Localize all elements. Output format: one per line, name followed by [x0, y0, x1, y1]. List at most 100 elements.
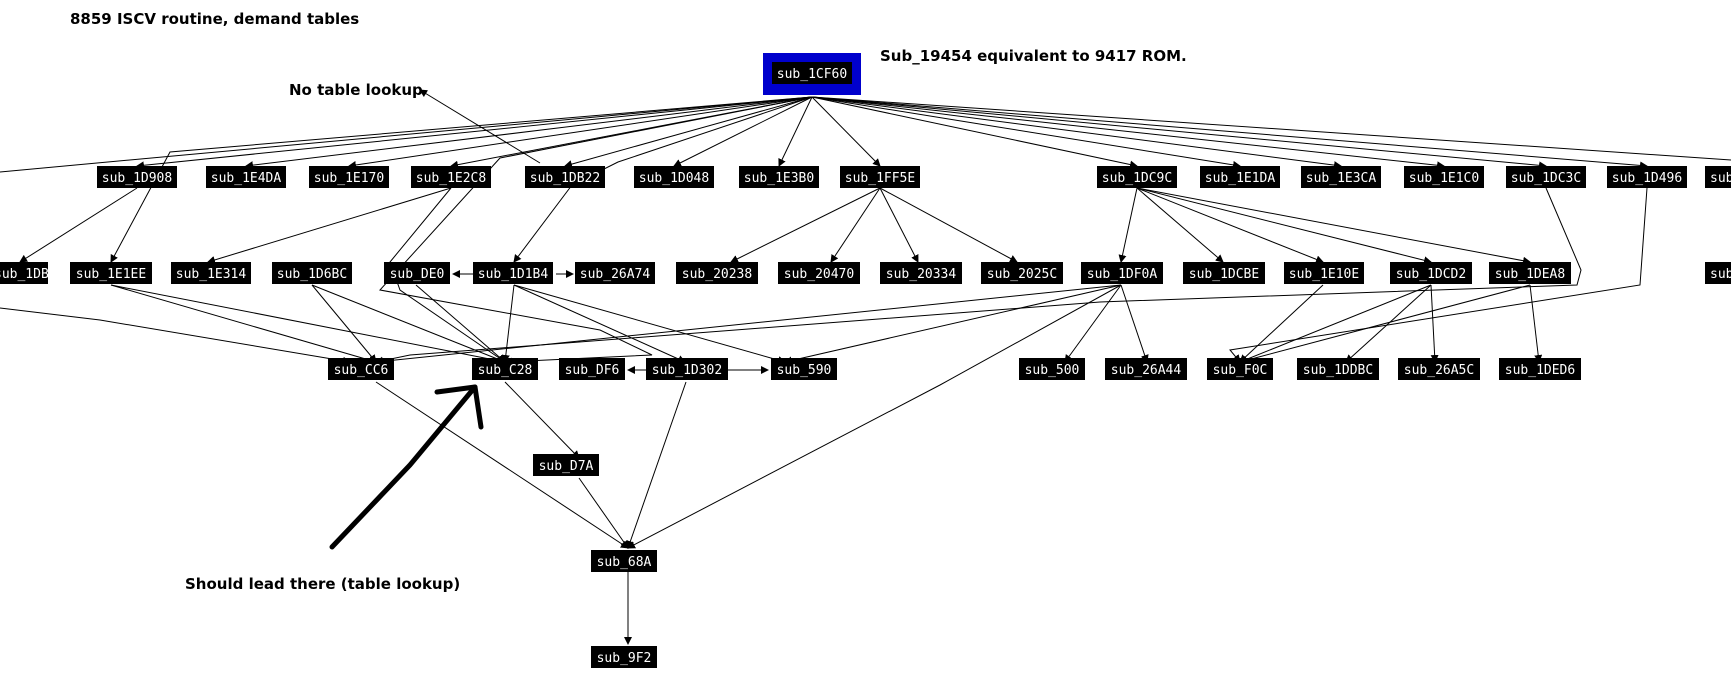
node-sub_D7A[interactable]: sub_D7A — [533, 454, 599, 476]
node-label: sub_1E170 — [314, 171, 384, 186]
node-sub_26A74[interactable]: sub_26A74 — [575, 262, 655, 284]
node-label: sub_68A — [597, 555, 652, 570]
node-sub_F0C[interactable]: sub_F0C — [1207, 358, 1273, 380]
node-label: sub_1E314 — [176, 267, 247, 282]
edge — [1136, 187, 1531, 265]
node-label: sub_20334 — [886, 267, 957, 282]
node-sub_1DEA8[interactable]: sub_1DEA8 — [1489, 262, 1571, 284]
node-sub_9F2[interactable]: sub_9F2 — [591, 646, 657, 668]
node-sub_1E1C0[interactable]: sub_1E1C0 — [1404, 166, 1484, 188]
node-sub_1D048[interactable]: sub_1D048 — [634, 166, 714, 188]
node-label: sub_1DC3C — [1511, 171, 1581, 186]
node-sub_1DF0A[interactable]: sub_1DF0A — [1081, 262, 1163, 284]
node-label: sub_1FF5E — [845, 171, 915, 186]
node-sub-cut-l1[interactable]: sub — [1705, 166, 1731, 188]
edge — [311, 284, 506, 364]
edge — [207, 187, 452, 264]
node-label: sub_1DED6 — [1505, 363, 1575, 378]
node-sub_1D908[interactable]: sub_1D908 — [97, 166, 177, 188]
nodes: sub_1CF60 sub_1D908 sub_1E4DA sub_1E170 … — [0, 53, 1731, 668]
edge — [110, 284, 377, 364]
node-sub_590[interactable]: sub_590 — [771, 358, 837, 380]
node-sub_1D6BC[interactable]: sub_1D6BC — [272, 262, 352, 284]
node-sub_1E3CA[interactable]: sub_1E3CA — [1301, 166, 1381, 188]
node-sub_DE0[interactable]: sub_DE0 — [384, 262, 450, 284]
node-root[interactable]: sub_1CF60 — [763, 53, 861, 95]
edge — [0, 96, 813, 173]
node-label: sub_1D1B4 — [478, 267, 549, 282]
node-label: sub — [1710, 171, 1731, 186]
edge — [1345, 284, 1432, 363]
node-label: sub_1DC9C — [1102, 171, 1172, 186]
edge — [1239, 284, 1531, 365]
node-sub_500[interactable]: sub_500 — [1019, 358, 1085, 380]
node-sub_1E4DA[interactable]: sub_1E4DA — [206, 166, 286, 188]
node-label: sub_1DDBC — [1303, 363, 1373, 378]
node-sub_1E1DA[interactable]: sub_1E1DA — [1200, 166, 1280, 188]
node-sub_1E2C8[interactable]: sub_1E2C8 — [411, 166, 491, 188]
node-label: sub_1E3B0 — [744, 171, 814, 186]
edge — [110, 284, 506, 365]
node-sub_1DC3C[interactable]: sub_1DC3C — [1506, 166, 1586, 188]
node-label: sub_1D302 — [652, 363, 722, 378]
node-sub-cut-l2[interactable]: sub — [1705, 262, 1731, 284]
edge — [513, 284, 786, 364]
node-label: sub_1D048 — [639, 171, 709, 186]
node-sub_20470[interactable]: sub_20470 — [778, 262, 860, 284]
edge — [1136, 187, 1324, 264]
node-sub_CC6[interactable]: sub_CC6 — [328, 358, 394, 380]
node-sub_DF6[interactable]: sub_DF6 — [559, 358, 625, 380]
node-label: sub_2025C — [987, 267, 1057, 282]
node-label: sub_1E1EE — [76, 267, 146, 282]
node-sub_20334[interactable]: sub_20334 — [880, 262, 962, 284]
node-label: sub_DE0 — [390, 267, 445, 282]
node-sub_1DDBC[interactable]: sub_1DDBC — [1297, 358, 1379, 380]
node-sub_1D496[interactable]: sub_1D496 — [1607, 166, 1687, 188]
node-label: sub_500 — [1025, 363, 1080, 378]
node-sub_2025C[interactable]: sub_2025C — [981, 262, 1063, 284]
edge — [811, 96, 1648, 170]
node-sub_1DCD2[interactable]: sub_1DCD2 — [1390, 262, 1472, 284]
node-sub_20238[interactable]: sub_20238 — [676, 262, 758, 284]
node-sub_1E314[interactable]: sub_1E314 — [171, 262, 251, 284]
node-sub_1FF5E[interactable]: sub_1FF5E — [840, 166, 920, 188]
edge — [375, 284, 1122, 366]
node-label: sub_1CF60 — [777, 67, 847, 82]
node-label: sub — [1710, 267, 1731, 282]
edge — [1136, 187, 1432, 265]
node-sub_1DC9C[interactable]: sub_1DC9C — [1097, 166, 1177, 188]
edge — [811, 96, 881, 167]
node-label: sub_1D908 — [102, 171, 172, 186]
edge — [811, 96, 1547, 170]
node-sub_1E170[interactable]: sub_1E170 — [309, 166, 389, 188]
node-label: sub_9F2 — [597, 651, 652, 666]
node-sub_1D302[interactable]: sub_1D302 — [646, 358, 728, 380]
node-label: sub_1D6BC — [277, 267, 347, 282]
node-label: sub_1E4DA — [211, 171, 282, 186]
edge — [1430, 284, 1439, 363]
node-sub_1DED6[interactable]: sub_1DED6 — [1499, 358, 1581, 380]
edge — [110, 96, 813, 263]
node-sub_26A44[interactable]: sub_26A44 — [1105, 358, 1187, 380]
node-label: sub_1E3CA — [1306, 171, 1377, 186]
node-sub_1E3B0[interactable]: sub_1E3B0 — [739, 166, 819, 188]
node-sub_1E10E[interactable]: sub_1E10E — [1284, 262, 1364, 284]
node-sub_26A5C[interactable]: sub_26A5C — [1398, 358, 1480, 380]
node-sub_1DB08[interactable]: sub_1DB08 — [0, 262, 64, 284]
edge — [379, 96, 813, 366]
node-label: sub_1E10E — [1289, 267, 1359, 282]
node-sub_C28[interactable]: sub_C28 — [472, 358, 538, 380]
node-sub_1DB22[interactable]: sub_1DB22 — [525, 166, 605, 188]
edge — [0, 307, 351, 365]
node-sub_68A[interactable]: sub_68A — [591, 550, 657, 572]
node-label: sub_DF6 — [565, 363, 620, 378]
node-sub_1DCBE[interactable]: sub_1DCBE — [1183, 262, 1265, 284]
node-sub_1E1EE[interactable]: sub_1E1EE — [70, 262, 152, 284]
no-table-lookup-note: No table lookup — [289, 81, 423, 99]
node-label: sub_1E1C0 — [1409, 171, 1479, 186]
edge — [513, 284, 686, 363]
edge — [879, 187, 1018, 263]
node-sub_1D1B4[interactable]: sub_1D1B4 — [473, 262, 553, 284]
edge — [245, 96, 813, 170]
